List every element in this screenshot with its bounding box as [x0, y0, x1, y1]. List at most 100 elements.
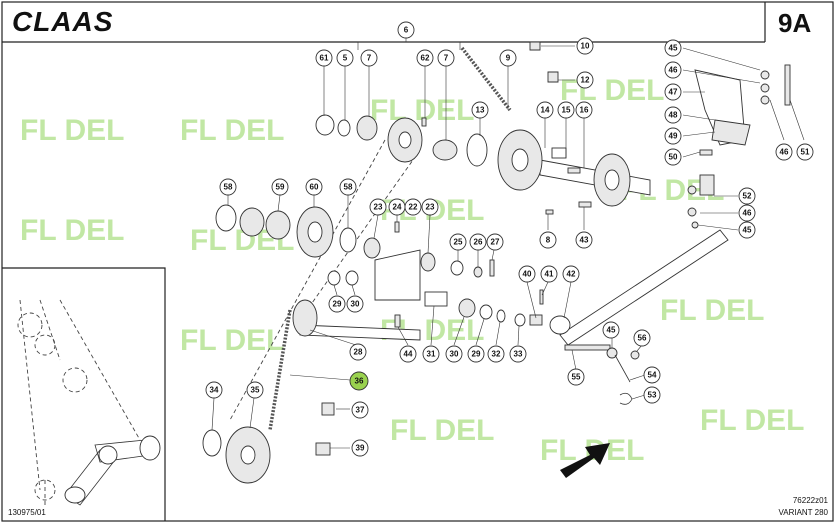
callout-58b[interactable]: 58	[339, 178, 357, 196]
callout-50[interactable]: 50	[664, 148, 682, 166]
callout-9[interactable]: 9	[499, 49, 517, 67]
callout-25[interactable]: 25	[449, 233, 467, 251]
page-id: 9A	[778, 8, 811, 38]
callout-23a[interactable]: 23	[369, 198, 387, 216]
callout-61[interactable]: 61	[315, 49, 333, 67]
svg-text:12: 12	[581, 76, 590, 85]
callout-34[interactable]: 34	[205, 381, 223, 399]
callout-55[interactable]: 55	[567, 368, 585, 386]
callout-47[interactable]: 47	[664, 83, 682, 101]
callout-45c[interactable]: 45	[602, 321, 620, 339]
svg-text:40: 40	[523, 270, 532, 279]
watermark-text: FL DEL	[180, 114, 284, 147]
callout-37[interactable]: 37	[351, 401, 369, 419]
svg-text:46: 46	[669, 66, 678, 75]
callout-41[interactable]: 41	[540, 265, 558, 283]
callout-13[interactable]: 13	[471, 101, 489, 119]
svg-text:53: 53	[648, 391, 657, 400]
svg-text:27: 27	[491, 238, 500, 247]
callout-59[interactable]: 59	[271, 178, 289, 196]
overview-inset	[2, 267, 166, 521]
callout-5[interactable]: 5	[336, 49, 354, 67]
callout-58a[interactable]: 58	[219, 178, 237, 196]
svg-text:45: 45	[607, 326, 616, 335]
callout-14[interactable]: 14	[536, 101, 554, 119]
callout-26[interactable]: 26	[469, 233, 487, 251]
callout-6[interactable]: 6	[397, 21, 415, 39]
svg-text:30: 30	[351, 300, 360, 309]
drawing-number-left: 130975/01	[8, 508, 46, 517]
svg-text:28: 28	[354, 348, 363, 357]
callout-33[interactable]: 33	[509, 345, 527, 363]
callout-45b[interactable]: 45	[738, 221, 756, 239]
callout-60[interactable]: 60	[305, 178, 323, 196]
svg-text:47: 47	[669, 88, 678, 97]
svg-text:45: 45	[743, 226, 752, 235]
callout-40[interactable]: 40	[518, 265, 536, 283]
callout-28[interactable]: 28	[349, 343, 367, 361]
callout-52[interactable]: 52	[738, 187, 756, 205]
callout-42[interactable]: 42	[562, 265, 580, 283]
callout-48[interactable]: 48	[664, 106, 682, 124]
watermark-text: FL DEL	[390, 414, 494, 447]
svg-text:30: 30	[450, 350, 459, 359]
svg-text:10: 10	[581, 42, 590, 51]
watermark-text: FL DEL	[700, 404, 804, 437]
svg-text:55: 55	[572, 373, 581, 382]
callout-62[interactable]: 62	[416, 49, 434, 67]
callout-30b[interactable]: 30	[445, 345, 463, 363]
svg-text:29: 29	[333, 300, 342, 309]
drawing-number-right: 76222z01	[793, 496, 829, 505]
callout-8[interactable]: 8	[539, 231, 557, 249]
callout-30a[interactable]: 30	[346, 295, 364, 313]
callout-46c[interactable]: 46	[738, 204, 756, 222]
svg-text:58: 58	[224, 183, 233, 192]
callout-45a[interactable]: 45	[664, 39, 682, 57]
callout-53[interactable]: 53	[643, 386, 661, 404]
callout-16[interactable]: 16	[575, 101, 593, 119]
callout-51[interactable]: 51	[796, 143, 814, 161]
callout-27[interactable]: 27	[486, 233, 504, 251]
callout-7[interactable]: 7	[360, 49, 378, 67]
callout-39[interactable]: 39	[351, 439, 369, 457]
direction-arrow-icon	[560, 443, 610, 478]
svg-text:41: 41	[545, 270, 554, 279]
watermark-text: FL DEL	[560, 74, 664, 107]
callout-7b[interactable]: 7	[437, 49, 455, 67]
callout-43[interactable]: 43	[575, 231, 593, 249]
callout-46b[interactable]: 46	[775, 143, 793, 161]
callout-22[interactable]: 22	[404, 198, 422, 216]
callout-31[interactable]: 31	[422, 345, 440, 363]
callout-24[interactable]: 24	[388, 198, 406, 216]
svg-text:52: 52	[743, 192, 752, 201]
svg-text:14: 14	[541, 106, 550, 115]
callout-35[interactable]: 35	[246, 381, 264, 399]
callout-15[interactable]: 15	[557, 101, 575, 119]
callout-54[interactable]: 54	[643, 366, 661, 384]
svg-text:36: 36	[355, 377, 364, 386]
watermark-text: FL DEL	[180, 324, 284, 357]
svg-text:37: 37	[356, 406, 365, 415]
callout-44[interactable]: 44	[399, 345, 417, 363]
callout-23b[interactable]: 23	[421, 198, 439, 216]
svg-text:9: 9	[506, 54, 511, 63]
callout-56[interactable]: 56	[633, 329, 651, 347]
callout-46a[interactable]: 46	[664, 61, 682, 79]
callout-29a[interactable]: 29	[328, 295, 346, 313]
chain-link-37	[321, 402, 335, 416]
svg-text:22: 22	[409, 203, 418, 212]
svg-text:31: 31	[427, 350, 436, 359]
svg-text:5: 5	[343, 54, 348, 63]
svg-text:6: 6	[404, 26, 409, 35]
callout-12[interactable]: 12	[576, 71, 594, 89]
svg-text:59: 59	[276, 183, 285, 192]
svg-text:8: 8	[546, 236, 551, 245]
callout-36-highlighted[interactable]: 36	[349, 371, 369, 391]
callout-32[interactable]: 32	[487, 345, 505, 363]
callout-10[interactable]: 10	[576, 37, 594, 55]
chain-link-39	[315, 442, 331, 456]
svg-text:7: 7	[367, 54, 372, 63]
callout-49[interactable]: 49	[664, 127, 682, 145]
tension-arm	[559, 229, 729, 346]
callout-29b[interactable]: 29	[467, 345, 485, 363]
